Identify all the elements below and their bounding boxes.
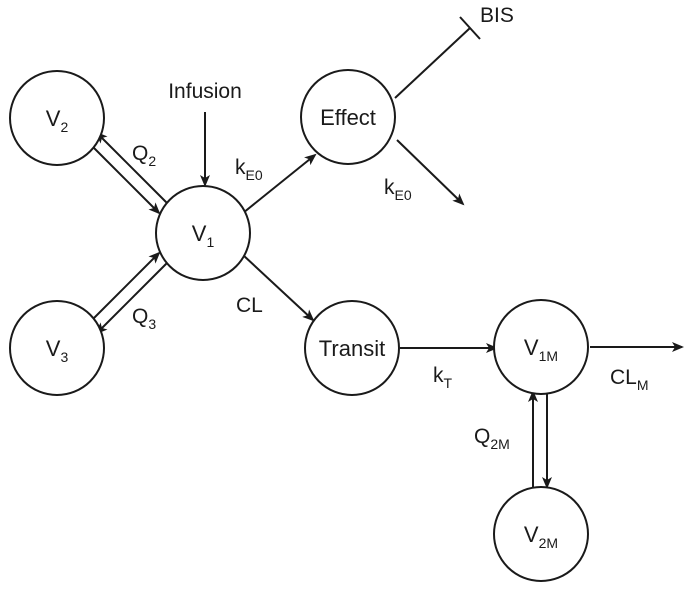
bis-label: BIS [480,4,514,27]
node-effect: Effect [300,69,396,165]
node-v3: V3 [9,300,105,396]
node-v1-circle [155,185,251,281]
node-transit-label: Transit [319,336,385,361]
q2-arrow-v2-to-v1 [87,141,161,215]
q2-label: Q2 [132,142,156,169]
clm-label: CLM [610,366,649,393]
cl-label: CL [236,294,263,317]
ke0-arrow-v1-to-effect [242,153,317,214]
node-effect-circle [300,69,396,165]
node-v2-circle [9,70,105,166]
q3-arrow-v1-to-v3 [95,262,168,335]
bis-tbar [459,16,481,40]
node-v2-label: V2 [46,106,69,135]
ke0-in-label: kE0 [235,156,263,183]
node-v1: V1 [155,185,251,281]
node-v1m: V1M [493,299,589,395]
node-v3-label: V3 [46,336,69,365]
node-effect-label: Effect [320,105,376,130]
bis-link [394,27,471,99]
q2-arrow-v1-to-v2 [95,131,168,204]
node-v1m-circle [493,299,589,395]
node-transit-circle [304,300,400,396]
kt-label: kT [433,364,453,391]
q3-label: Q3 [132,305,156,332]
q3-arrow-v3-to-v1 [87,251,161,325]
node-v1m-label: V1M [524,335,558,364]
ke0-arrow-effect-out [396,139,465,206]
node-v2m: V2M [493,486,589,582]
infusion-label: Infusion [168,80,242,103]
node-v1-label: V1 [192,221,215,250]
node-v2m-circle [493,486,589,582]
node-transit: Transit [304,300,400,396]
node-v3-circle [9,300,105,396]
node-v2: V2 [9,70,105,166]
cl-arrow-v1-to-transit [242,254,315,322]
ke0-out-label: kE0 [384,176,412,203]
node-v2m-label: V2M [524,522,558,551]
q2m-label: Q2M [474,425,510,452]
